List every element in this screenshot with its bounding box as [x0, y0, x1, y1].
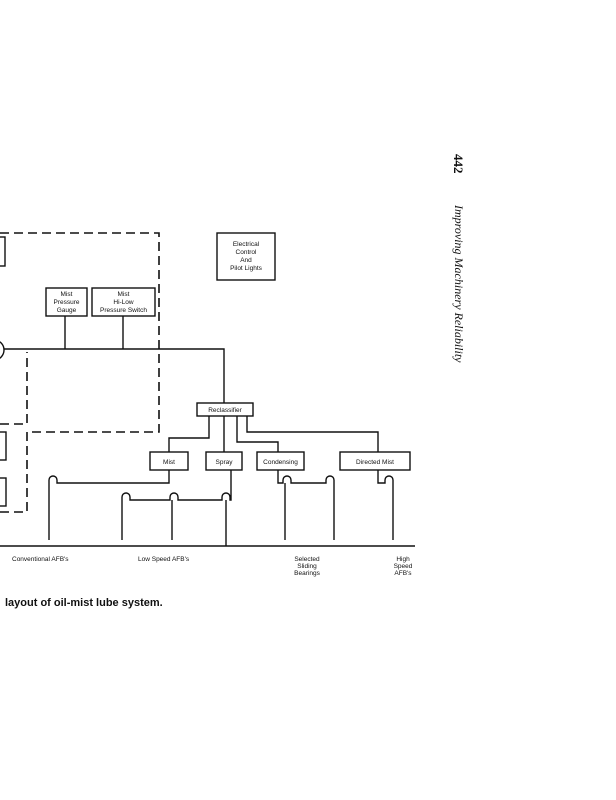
svg-text:Pressure: Pressure [53, 299, 79, 306]
svg-text:Mist: Mist [118, 291, 130, 298]
svg-text:Mist: Mist [163, 459, 175, 466]
svg-text:Bearings: Bearings [294, 570, 320, 577]
mist-header-line [4, 316, 225, 403]
cropped-left-components [0, 236, 7, 507]
svg-text:Gauge: Gauge [57, 307, 77, 314]
svg-text:Directed Mist: Directed Mist [356, 459, 394, 466]
outlet-spray-box: Spray [205, 451, 243, 471]
label-low-speed-afbs: Low Speed AFB's [138, 556, 190, 563]
spray-feed-line [121, 470, 232, 546]
label-high-speed-afbs: High Speed AFB's [394, 556, 413, 577]
running-title: Improving Machinery Reliability [452, 204, 466, 363]
page-number: 442 [451, 154, 466, 174]
svg-text:Control: Control [236, 249, 258, 256]
svg-text:Spray: Spray [216, 459, 234, 466]
svg-text:High: High [396, 556, 410, 563]
mist-feed-line [48, 470, 170, 540]
directed-mist-feed-line [377, 470, 394, 540]
outlet-mist-box: Mist [149, 451, 189, 471]
outlet-condensing-box: Condensing [256, 451, 305, 471]
svg-text:Hi-Low: Hi-Low [113, 299, 134, 306]
electrical-control-box: Electrical Control And Pilot Lights [216, 232, 276, 281]
svg-text:Condensing: Condensing [263, 459, 298, 466]
svg-text:Speed: Speed [394, 563, 413, 570]
outlet-directed-mist-box: Directed Mist [339, 451, 411, 471]
reclassifier-box: Reclassifier [196, 402, 254, 417]
svg-text:Pressure Switch: Pressure Switch [100, 307, 147, 314]
svg-text:Sliding: Sliding [297, 563, 317, 570]
mist-pressure-gauge-box: Mist Pressure Gauge [45, 287, 88, 317]
mist-pressure-switch-box: Mist Hi-Low Pressure Switch [91, 287, 156, 317]
svg-text:AFB's: AFB's [394, 570, 412, 577]
svg-text:Electrical: Electrical [233, 241, 260, 248]
svg-text:Pilot Lights: Pilot Lights [230, 265, 263, 272]
label-conventional-afbs: Conventional AFB's [12, 556, 69, 563]
svg-text:Selected: Selected [294, 556, 320, 563]
branch-lines [168, 416, 379, 452]
dashed-enclosure [0, 232, 160, 513]
condensing-feed-line [277, 470, 335, 540]
svg-text:Reclassifier: Reclassifier [208, 407, 242, 414]
label-sliding-bearings: Selected Sliding Bearings [294, 556, 320, 577]
figure-caption: layout of oil-mist lube system. [5, 597, 163, 609]
svg-text:Mist: Mist [61, 291, 73, 298]
svg-text:And: And [240, 257, 252, 264]
